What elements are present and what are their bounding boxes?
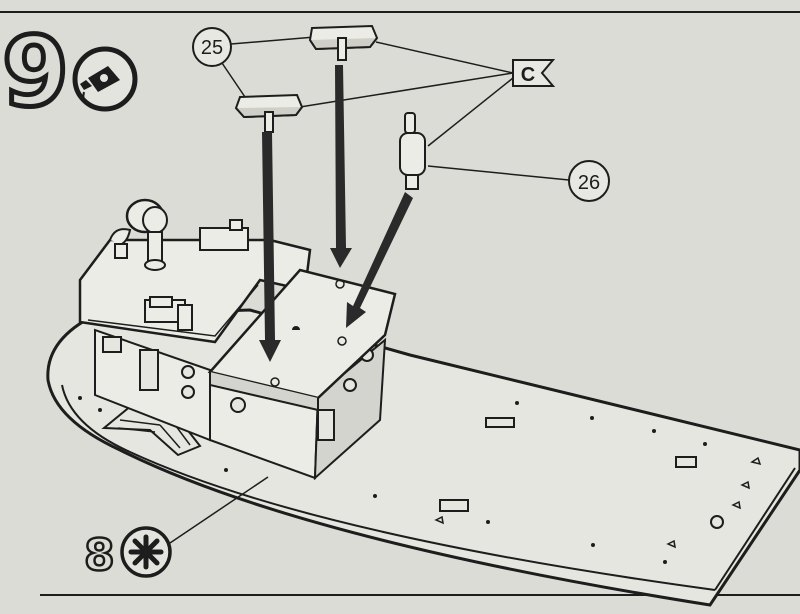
paint-splat-icon — [120, 476, 269, 578]
part-25-lower — [234, 93, 304, 133]
footer-step-number: 8 — [84, 530, 115, 581]
glue-tube-icon — [72, 46, 138, 112]
color-code-label: C — [521, 64, 535, 86]
part-25-upper — [308, 24, 379, 61]
callout-part-26: 26 — [427, 160, 610, 202]
step-number: 9 — [2, 16, 69, 128]
part-25-label: 25 — [201, 37, 223, 59]
cabin — [78, 198, 397, 481]
placement-arrows — [259, 65, 413, 362]
part-26-label: 26 — [578, 172, 600, 194]
color-code-flag: C — [299, 41, 556, 147]
callout-part-25: 25 — [192, 27, 316, 98]
part-26 — [399, 112, 426, 190]
